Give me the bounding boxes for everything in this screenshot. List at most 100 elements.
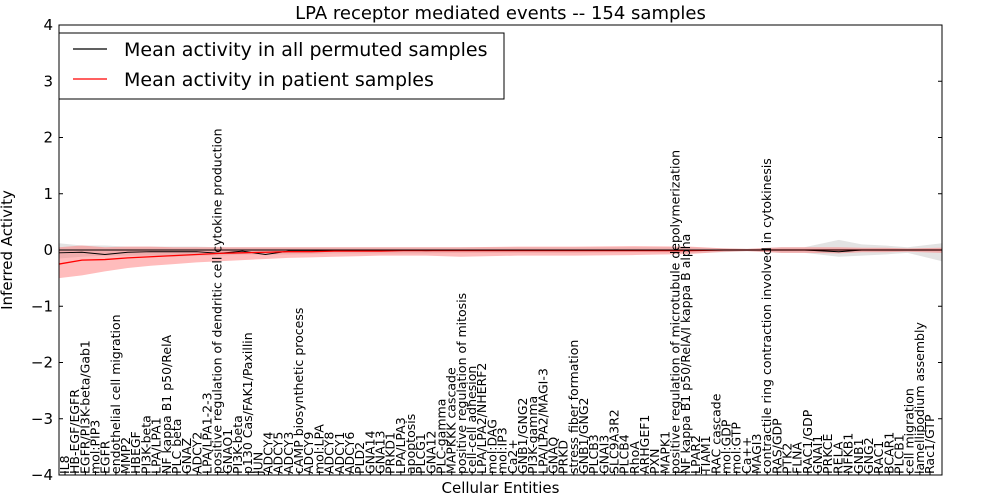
category-label: mol:IP3 [495, 427, 510, 474]
category-label: mol:PIP3 [88, 420, 103, 474]
category-label: GNAO1 [220, 429, 235, 474]
legend-label-patient: Mean activity in patient samples [124, 69, 434, 91]
category-label: ADCY2 [189, 432, 204, 474]
category-label: PI3K-gamma [525, 396, 540, 474]
y-tick-label: 2 [43, 129, 53, 147]
category-label: positive regulation of microtubule depol… [668, 150, 683, 474]
category-label: mol:DAG [484, 419, 499, 474]
category-label: PRKD1 [383, 432, 398, 474]
category-label: NF kappa B1 p50/RelA [159, 334, 174, 474]
y-tick-label: 4 [43, 16, 53, 34]
category-label: LPA/LPA3 [393, 417, 408, 474]
category-label: PLCG1 [413, 433, 428, 474]
y-tick-label: −4 [31, 466, 53, 484]
category-label: IL8 [57, 455, 72, 474]
y-tick-label: −2 [31, 354, 53, 372]
category-label: Ca2+ [505, 439, 520, 474]
category-label: p130 Cas/FAK1/Paxillin [240, 332, 255, 474]
category-label: GNAZ [179, 438, 194, 474]
category-label: RAC cascade [708, 393, 723, 474]
category-label: PLC-gamma [434, 399, 449, 474]
category-label: positive regulation of mitosis [454, 293, 469, 474]
category-label: ADCY3 [281, 432, 296, 474]
category-label: PLCB1 [892, 434, 907, 474]
category-label: PLCB3 [586, 434, 601, 474]
category-label: apoptosis [403, 414, 418, 474]
category-label: ARHGEF1 [637, 415, 652, 474]
category-label: stress fiber formation [566, 340, 581, 474]
x-axis-label: Cellular Entities [442, 479, 560, 497]
category-label: PLC beta [169, 419, 184, 474]
category-label: cAMP biosynthetic process [291, 308, 306, 474]
category-label: MMP2 [118, 437, 133, 474]
category-label: Rac1/GTP [922, 414, 937, 474]
category-label: cell-cell adhesion [464, 366, 479, 474]
category-label: LPA/LPA1-2-3 [200, 392, 215, 474]
category-label: GNA14 [362, 430, 377, 474]
category-label: endothelial cell migration [108, 314, 123, 474]
chart-title: LPA receptor mediated events -- 154 samp… [295, 3, 706, 24]
category-label: cell migration [902, 388, 917, 474]
category-label: BCAR1 [881, 432, 896, 474]
confidence-bands [59, 239, 942, 279]
category-label: ADCY9 [301, 432, 316, 474]
category-label: mol:GTP [729, 422, 744, 474]
category-label: PTK2 [780, 443, 795, 474]
band-patient [59, 245, 942, 279]
category-labels: IL8HB-EGF/EGFREGFR/PI3K-beta/Gab1mol:PIP… [57, 128, 937, 475]
y-axis-label: Inferred Activity [0, 190, 16, 310]
category-label: ADCY5 [271, 432, 286, 474]
category-label: lamellipodium assembly [912, 322, 927, 474]
category-label: mol:GDP [719, 419, 734, 474]
category-label: SLC9A3R2 [607, 409, 622, 474]
category-label: PLD2 [352, 442, 367, 474]
legend: Mean activity in all permuted samples Me… [58, 32, 505, 100]
category-label: LPAR2 [688, 435, 703, 474]
category-label: FLNA [790, 441, 805, 474]
category-label: GNB1/GNG2 [576, 398, 591, 474]
y-tick-label: 1 [43, 185, 53, 203]
category-label: HBEGF [128, 431, 143, 474]
category-label: MAPKKK cascade [444, 367, 459, 474]
category-label: ADCY6 [342, 432, 357, 474]
category-label: NF kappa B1 p50/RelA/I kappa B alpha [678, 234, 693, 474]
category-label: JUN [250, 452, 265, 475]
category-label: PLCB4 [617, 434, 632, 474]
category-label: RAC1 [871, 441, 886, 474]
category-label: ADCY1 [332, 432, 347, 474]
category-label: ADCY4 [261, 432, 276, 474]
category-label: GNAI3 [596, 435, 611, 474]
category-label: contractile ring contraction involved in… [759, 158, 774, 474]
category-label: GNA13 [373, 431, 388, 475]
category-label: positive regulation of dendritic cell cy… [210, 128, 225, 474]
category-label: HB-EGF/EGFR [67, 389, 82, 474]
legend-label-permuted: Mean activity in all permuted samples [124, 39, 487, 61]
category-label: Ca++ [739, 437, 754, 474]
category-label: GNAQ [546, 437, 561, 474]
category-label: LPA/LPA2/MAGI-3 [535, 368, 550, 474]
category-label: RAS/GDP [769, 418, 784, 474]
category-label: PI3K-beta [230, 415, 245, 474]
category-label: PRKCE [820, 434, 835, 474]
category-label: MAPK1 [657, 431, 672, 474]
category-label: LPA/LPA2/NHERF2 [474, 363, 489, 474]
category-label: RhoA [627, 441, 642, 474]
category-label: GNG2 [861, 437, 876, 474]
y-tick-label: −1 [31, 297, 53, 315]
category-label: mol:LPA [311, 424, 326, 474]
category-label: LPA/LPA1 [149, 417, 164, 474]
category-label: NFKB1 [841, 433, 856, 474]
category-label: PXN [647, 449, 662, 474]
category-label: GNA12 [423, 431, 438, 475]
category-label: GNAI1 [810, 435, 825, 474]
category-label: RAC1/GDP [800, 409, 815, 474]
category-label: RELA [830, 441, 845, 474]
category-label: GNB1 [851, 438, 866, 474]
y-tick-label: 0 [43, 241, 53, 259]
category-label: ADCY8 [322, 432, 337, 474]
y-tick-label: −3 [31, 410, 53, 428]
category-label: PI3K-beta [138, 415, 153, 474]
category-label: PRKD [556, 440, 571, 474]
